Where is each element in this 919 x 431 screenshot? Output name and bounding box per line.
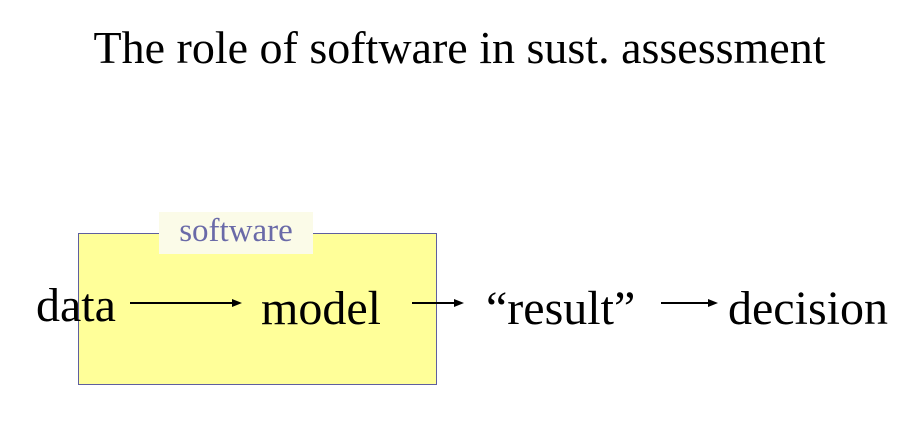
software-box [78, 233, 437, 385]
arrow-data-to-model [130, 299, 242, 307]
software-label: software [159, 212, 313, 254]
slide-title: The role of software in sust. assessment [93, 22, 826, 73]
node-data: data [36, 279, 116, 332]
node-result: “result” [486, 282, 636, 335]
arrow-result-to-decision [661, 299, 718, 307]
arrow-model-to-result [412, 299, 464, 307]
node-model: model [261, 282, 381, 335]
node-decision: decision [728, 282, 888, 335]
